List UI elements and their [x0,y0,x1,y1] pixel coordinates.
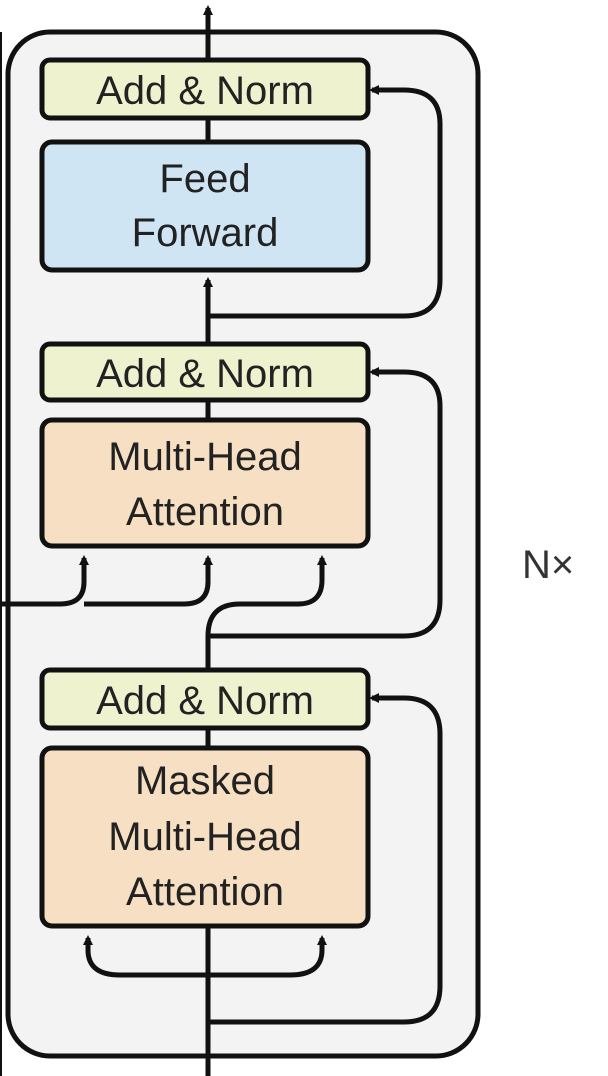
add-norm-top-label: Add & Norm [96,69,314,113]
feed-forward-label-line-2: Forward [132,211,279,255]
add-norm-middle-label: Add & Norm [96,352,314,396]
multi-head-attention-label-line-1: Multi-Head [108,435,301,479]
masked-attention-label-line-2: Multi-Head [108,815,301,859]
multi-head-attention-label-line-2: Attention [126,490,284,534]
feed-forward-label-line-1: Feed [159,157,250,201]
masked-attention-label-line-3: Attention [126,870,284,914]
masked-attention-label-line-1: Masked [135,759,275,803]
residual-connections [208,85,443,1025]
multi-head-attention-block: Multi-Head Attention [39,417,371,549]
encoder-input-arrows [0,555,213,607]
masked-attention-input-arrows [83,935,327,978]
repeat-count-label: N× [522,543,574,587]
add-norm-bottom-label: Add & Norm [96,679,314,723]
masked-multi-head-attention-block: Masked Multi-Head Attention [39,745,371,929]
add-norm-middle-block: Add & Norm [39,341,371,403]
feed-forward-block: Feed Forward [39,139,371,273]
add-norm-top-block: Add & Norm [39,57,371,121]
add-norm-bottom-block: Add & Norm [39,667,371,731]
